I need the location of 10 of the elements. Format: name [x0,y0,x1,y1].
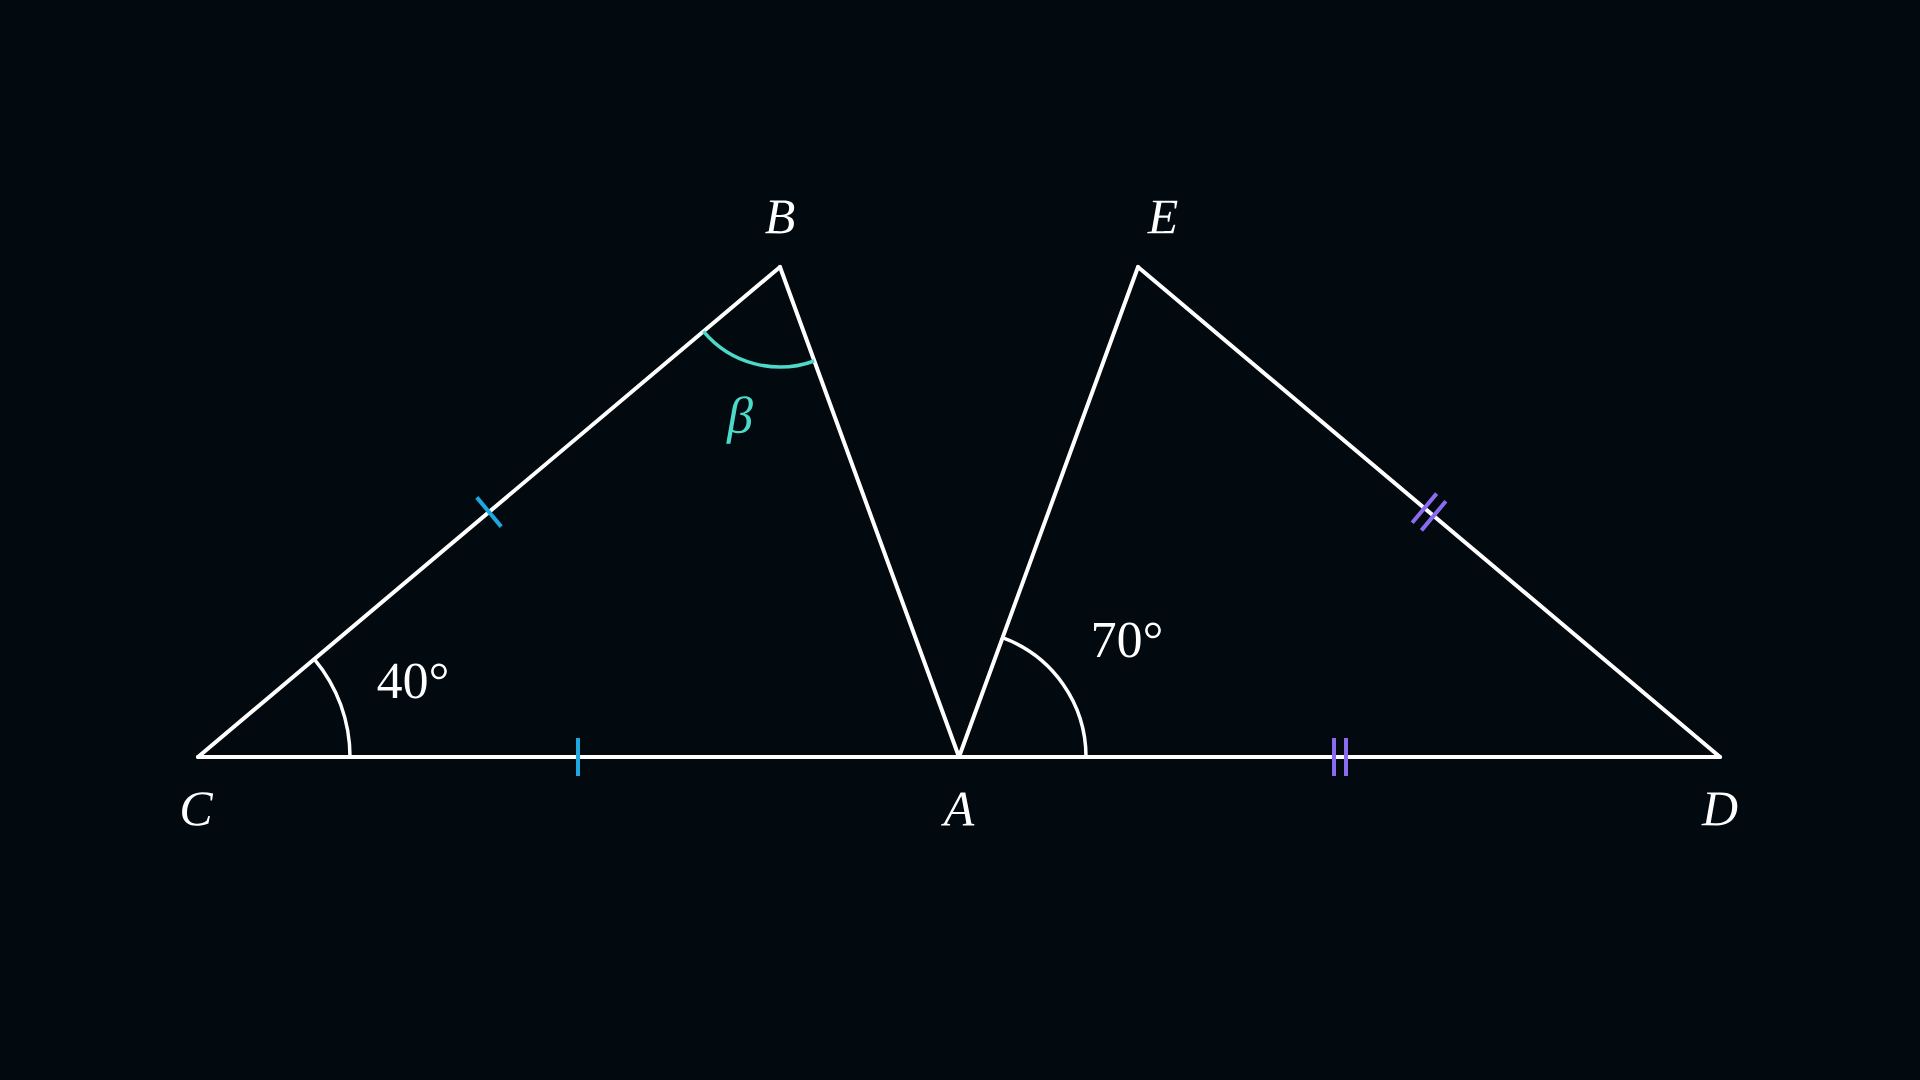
vertex-label: D [1701,792,1738,826]
angle-label: β [726,396,753,444]
angle-label: 70° [1094,622,1161,658]
triangle-side [196,755,961,759]
vertex-label: A [941,792,975,826]
vertex-label: E [1147,200,1178,234]
vertex-label: B [765,200,795,234]
vertex-label: C [182,792,214,826]
angle-label: 40° [377,663,447,699]
triangle-side [957,755,1722,759]
